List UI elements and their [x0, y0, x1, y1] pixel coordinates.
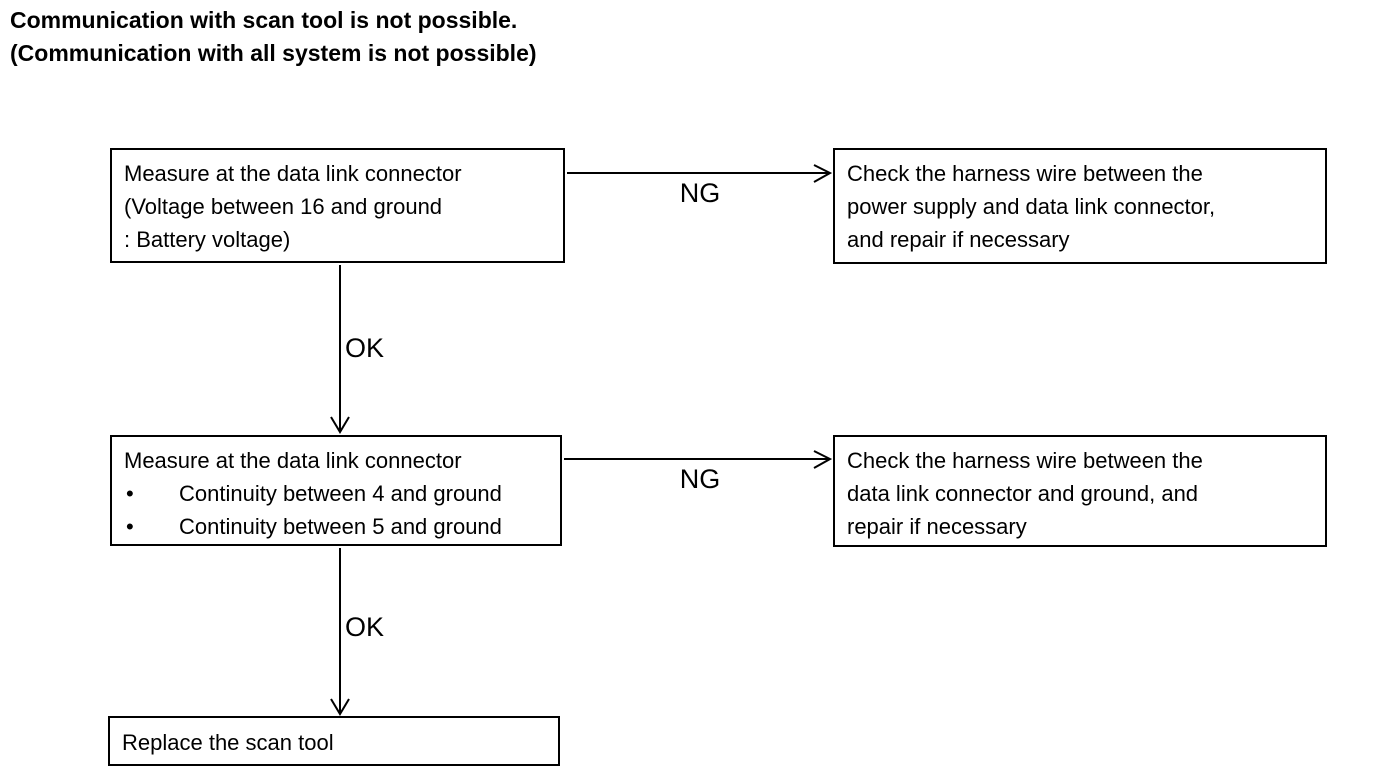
flow-step-measure-voltage: Measure at the data link connector (Volt…	[110, 148, 565, 263]
flow-step-text-line: Replace the scan tool	[122, 730, 334, 755]
flow-step-text-line: Measure at the data link connector	[124, 161, 462, 186]
flow-step-text-line: (Voltage between 16 and ground	[124, 194, 443, 219]
flow-result-check-power-harness: Check the harness wire between the power…	[833, 148, 1327, 264]
bullet-icon: •	[126, 514, 134, 539]
arrow-ng-2	[564, 450, 833, 469]
flow-step-replace-scan-tool: Replace the scan tool	[108, 716, 560, 766]
arrow-ng-1	[567, 164, 833, 183]
edge-label-ng-1: NG	[679, 178, 721, 208]
bullet-icon: •	[126, 481, 134, 506]
flow-result-text-line: repair if necessary	[847, 514, 1027, 539]
page-title: Communication with scan tool is not poss…	[10, 4, 537, 70]
flow-result-check-ground-harness: Check the harness wire between the data …	[833, 435, 1327, 547]
flow-result-text-line: and repair if necessary	[847, 227, 1070, 252]
flow-result-text-line: data link connector and ground, and	[847, 481, 1199, 506]
bullet-item-text: Continuity between 4 and ground	[179, 481, 502, 506]
flow-step-text-line: Measure at the data link connector	[124, 448, 462, 473]
page-title-line-2: (Communication with all system is not po…	[10, 40, 537, 66]
flow-step-measure-continuity: Measure at the data link connector • Con…	[110, 435, 562, 546]
bullet-item-text: Continuity between 5 and ground	[179, 514, 502, 539]
edge-label-ok-1: OK	[345, 333, 385, 363]
arrow-ok-2	[330, 548, 350, 716]
edge-label-ok-2: OK	[345, 612, 385, 642]
arrow-ok-1	[330, 265, 350, 434]
edge-label-ng-2: NG	[679, 464, 721, 494]
bullet-item: • Continuity between 5 and ground	[124, 510, 548, 543]
flow-step-text-line: : Battery voltage)	[124, 227, 291, 252]
page-title-line-1: Communication with scan tool is not poss…	[10, 7, 518, 33]
bullet-item: • Continuity between 4 and ground	[124, 477, 548, 510]
flow-result-text-line: power supply and data link connector,	[847, 194, 1216, 219]
flow-result-text-line: Check the harness wire between the	[847, 448, 1203, 473]
flow-result-text-line: Check the harness wire between the	[847, 161, 1203, 186]
